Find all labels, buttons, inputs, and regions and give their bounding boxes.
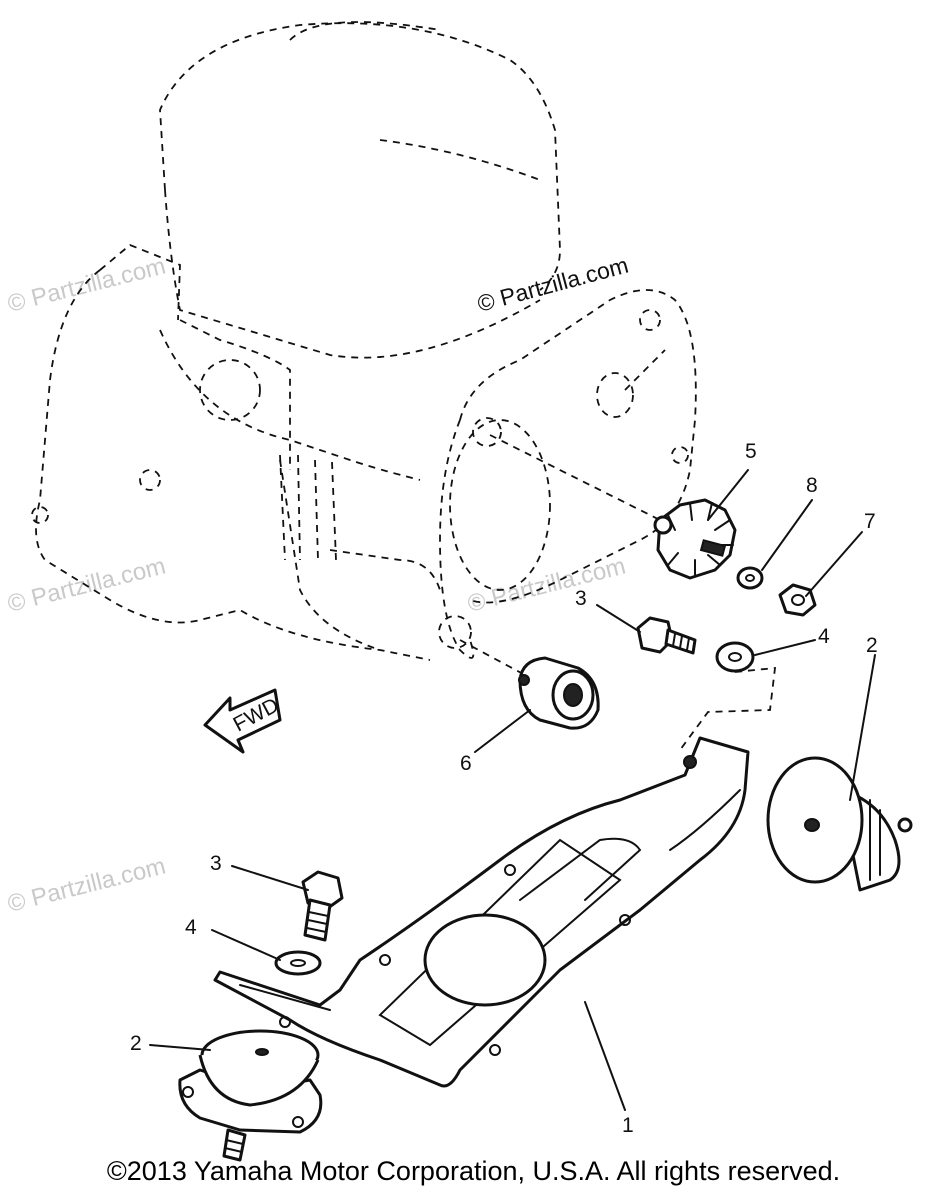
part-4-washer-center	[679, 641, 777, 751]
callout-5: 5	[745, 440, 757, 463]
callout-1: 1	[622, 1114, 634, 1137]
forward-arrow: FWD	[203, 688, 283, 754]
callout-6: 6	[460, 752, 472, 775]
callout-4-left: 4	[185, 916, 197, 939]
part-8-washer	[736, 566, 764, 590]
callout-8: 8	[806, 474, 818, 497]
callout-4-center: 4	[818, 625, 830, 648]
part-4-washer-left	[274, 950, 322, 976]
watermark-faint-1: © Partzilla.com	[5, 253, 168, 318]
callout-2-right: 2	[866, 634, 878, 657]
part-3-bolt-left	[301, 870, 344, 942]
part-3-bolt-center	[636, 616, 697, 655]
part-1-bracket	[213, 736, 750, 1088]
part-6-bushing	[518, 656, 600, 730]
callout-2-left: 2	[130, 1032, 142, 1055]
callout-3-center: 3	[575, 587, 587, 610]
part-7-nut	[778, 583, 817, 617]
callout-7: 7	[864, 510, 876, 533]
part-2-mount-left	[178, 1029, 323, 1162]
part-2-mount-right	[766, 756, 913, 892]
leader-lines	[149, 469, 876, 1111]
part-5-gear	[653, 498, 737, 580]
engine-outline	[31, 21, 697, 676]
watermark-main: © Partzilla.com	[475, 252, 631, 317]
copyright-footer: ©2013 Yamaha Motor Corporation, U.S.A. A…	[106, 1156, 841, 1186]
watermark-faint-3: © Partzilla.com	[5, 853, 168, 918]
callout-3-left: 3	[210, 852, 222, 875]
watermark-faint-4: © Partzilla.com	[465, 553, 628, 618]
